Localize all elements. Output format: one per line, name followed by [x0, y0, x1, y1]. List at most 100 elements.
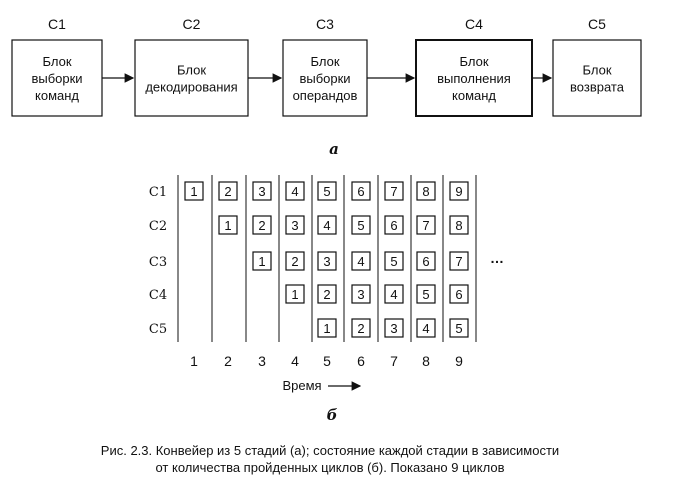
stage-block-text: Блок: [310, 54, 339, 69]
instruction-cell: [384, 318, 404, 338]
stage-block-c2: [134, 39, 249, 117]
stage-block-c1: [11, 39, 103, 117]
stage-label-c4: C4: [465, 16, 483, 32]
instruction-number: 5: [357, 218, 364, 233]
subfigure-a-label: а: [329, 140, 339, 158]
instruction-number: 2: [258, 218, 265, 233]
instruction-number: 4: [422, 321, 429, 336]
stage-label-c2: C2: [183, 16, 201, 32]
instruction-cell: [351, 318, 371, 338]
instruction-cell: [317, 251, 337, 271]
instruction-number: 5: [455, 321, 462, 336]
instruction-cell: [416, 215, 436, 235]
instruction-cell: [416, 318, 436, 338]
stage-block-text: Блок: [582, 63, 611, 78]
instruction-cell: [351, 215, 371, 235]
instruction-number: 6: [422, 254, 429, 269]
instruction-number: 7: [422, 218, 429, 233]
instruction-cell: [285, 215, 305, 235]
instruction-number: 3: [390, 321, 397, 336]
instruction-number: 1: [291, 287, 298, 302]
row-label-c5: C5: [149, 322, 167, 337]
instruction-cell: [351, 284, 371, 304]
instruction-number: 5: [323, 184, 330, 199]
instruction-number: 1: [323, 321, 330, 336]
instruction-number: 3: [357, 287, 364, 302]
instruction-number: 4: [323, 218, 330, 233]
stage-block-text: команд: [452, 88, 496, 103]
instruction-cell: [218, 181, 238, 201]
instruction-cell: [449, 181, 469, 201]
instruction-cell: [449, 318, 469, 338]
continuation-ellipsis: …: [490, 250, 504, 266]
time-axis-label: Время: [282, 378, 321, 393]
row-label-c4: C4: [149, 288, 167, 303]
instruction-cell: [384, 251, 404, 271]
cycle-label: 7: [390, 353, 398, 369]
instruction-cell: [416, 251, 436, 271]
instruction-number: 8: [422, 184, 429, 199]
row-label-c2: C2: [149, 219, 167, 234]
cycle-label: 8: [422, 353, 430, 369]
row-label-c1: C1: [149, 185, 167, 200]
instruction-number: 9: [455, 184, 462, 199]
instruction-number: 5: [422, 287, 429, 302]
instruction-number: 1: [258, 254, 265, 269]
stage-block-text: Блок: [177, 63, 206, 78]
cycle-label: 9: [455, 353, 463, 369]
instruction-number: 4: [291, 184, 298, 199]
stage-block-text: операндов: [293, 88, 358, 103]
instruction-cell: [184, 181, 204, 201]
instruction-number: 1: [190, 184, 197, 199]
stage-block-text: возврата: [570, 80, 625, 95]
instruction-number: 2: [291, 254, 298, 269]
instruction-cell: [449, 215, 469, 235]
cycle-label: 4: [291, 353, 299, 369]
instruction-number: 6: [390, 218, 397, 233]
instruction-cell: [384, 215, 404, 235]
stage-block-c5: [552, 39, 642, 117]
instruction-number: 7: [390, 184, 397, 199]
instruction-cell: [317, 181, 337, 201]
instruction-cell: [384, 284, 404, 304]
instruction-cell: [416, 181, 436, 201]
subfigure-b-label: б: [327, 406, 338, 424]
instruction-cell: [285, 181, 305, 201]
cycle-label: 3: [258, 353, 266, 369]
cycle-label: 5: [323, 353, 331, 369]
instruction-number: 6: [357, 184, 364, 199]
instruction-number: 4: [357, 254, 364, 269]
caption-line-2: от количества пройденных циклов (б). Пок…: [155, 460, 504, 475]
instruction-cell: [252, 181, 272, 201]
instruction-number: 2: [323, 287, 330, 302]
instruction-cell: [351, 181, 371, 201]
cycle-label: 1: [190, 353, 198, 369]
instruction-number: 2: [224, 184, 231, 199]
instruction-cell: [285, 284, 305, 304]
instruction-cell: [351, 251, 371, 271]
instruction-cell: [449, 251, 469, 271]
instruction-cell: [317, 318, 337, 338]
stage-block-text: выборки: [31, 71, 82, 86]
instruction-cell: [252, 215, 272, 235]
stage-block-text: Блок: [459, 54, 488, 69]
instruction-cell: [317, 215, 337, 235]
stage-block-text: декодирования: [145, 80, 237, 95]
cycle-label: 6: [357, 353, 365, 369]
instruction-number: 1: [224, 218, 231, 233]
instruction-number: 5: [390, 254, 397, 269]
instruction-cell: [252, 251, 272, 271]
stage-label-c3: C3: [316, 16, 334, 32]
caption-line-1: Рис. 2.3. Конвейер из 5 стадий (а); сост…: [101, 443, 559, 458]
cycle-label: 2: [224, 353, 232, 369]
instruction-number: 3: [258, 184, 265, 199]
instruction-cell: [317, 284, 337, 304]
stage-label-c1: C1: [48, 16, 66, 32]
stage-block-text: выполнения: [437, 71, 511, 86]
instruction-number: 3: [323, 254, 330, 269]
instruction-number: 7: [455, 254, 462, 269]
stage-block-text: команд: [35, 88, 79, 103]
